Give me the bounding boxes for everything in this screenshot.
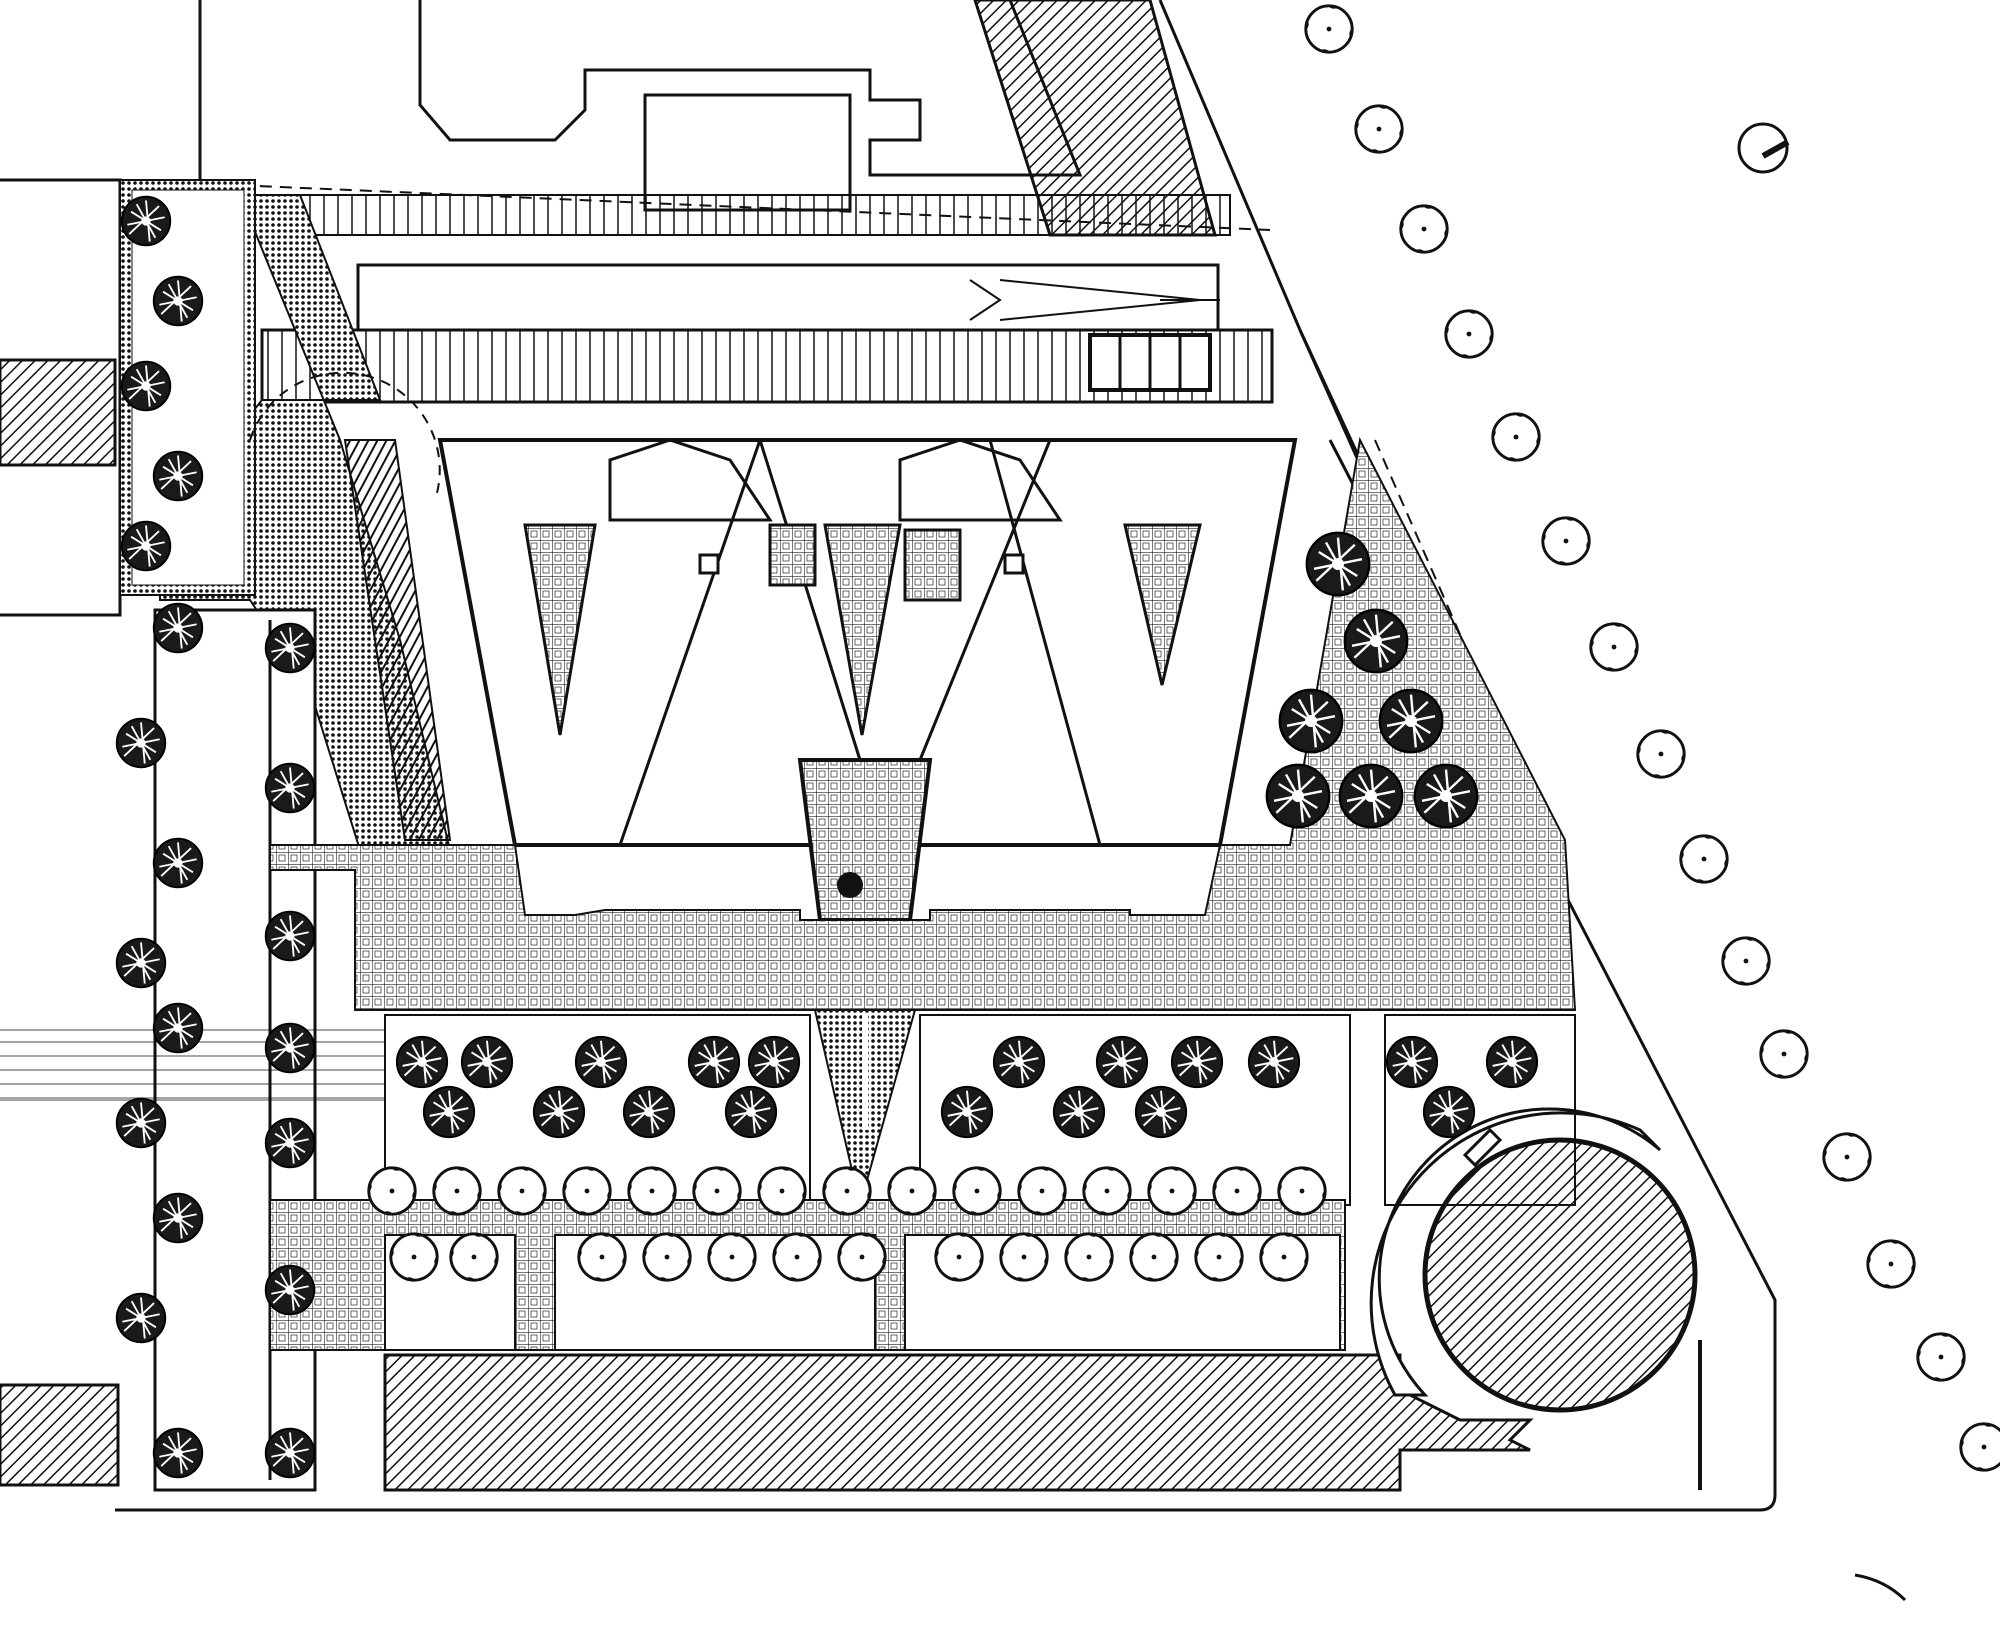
left-neighbour-buildings xyxy=(0,178,122,1487)
hatched-building-south xyxy=(383,1353,1534,1492)
north-arrow-icon xyxy=(1737,122,1790,174)
dashed-arc xyxy=(249,371,441,501)
clock-icon xyxy=(837,872,863,898)
central-entrance-wedge xyxy=(797,758,933,922)
triangular-wings xyxy=(438,438,1297,846)
triangular-pavilions xyxy=(523,523,1202,736)
corner-arc xyxy=(1854,1573,1907,1602)
upper-neighbour-buildings xyxy=(198,0,1083,212)
paved-terrace xyxy=(269,436,1577,1011)
rotunda xyxy=(1369,1107,1702,1490)
striped-ramp xyxy=(343,439,452,841)
north-parking-strip xyxy=(260,194,1274,404)
